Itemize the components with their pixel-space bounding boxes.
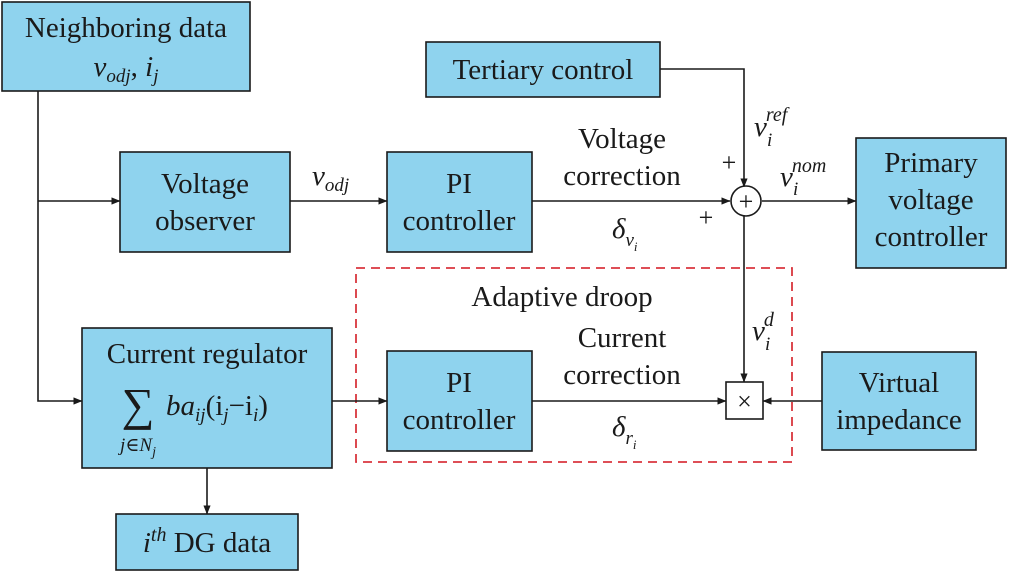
v-d-subscript: i (765, 334, 770, 355)
v-nom-subscript: i (793, 179, 798, 200)
delta-r-label: δri (612, 411, 637, 452)
summing-junction: + (730, 185, 762, 217)
pi-controller-voltage-line2: controller (403, 205, 516, 237)
multiplier-symbol: × (737, 387, 752, 416)
current-correction-line2: correction (563, 359, 681, 391)
tertiary-control-label: Tertiary control (453, 54, 634, 86)
neighboring-data-block: Neighboring data vodj, ij (1, 1, 251, 92)
neighboring-data-title: Neighboring data (25, 12, 227, 44)
current-correction-line1: Current (578, 322, 667, 354)
signal-wires (37, 68, 857, 515)
virtual-impedance-line2: impedance (836, 404, 962, 436)
adaptive-droop-region (355, 267, 793, 463)
voltage-observer-line1: Voltage (161, 168, 249, 200)
pi-controller-current-block: PI controller (386, 350, 533, 452)
delta-v-label: δvi (612, 213, 638, 254)
v-nom-label: vnom (780, 155, 826, 193)
neighboring-data-signals: vodj, ij (94, 51, 159, 87)
voltage-correction-line2: correction (563, 160, 681, 192)
plus-sign-top: + (722, 148, 737, 177)
pi-controller-current-line1: PI (446, 367, 472, 399)
multiplier-block: × (725, 381, 764, 420)
pi-controller-voltage-line1: PI (446, 168, 472, 200)
v-d-label: vd (752, 309, 775, 347)
virtual-impedance-block: Virtual impedance (821, 351, 977, 451)
regulator-expression: baij(ij−ii) (166, 390, 268, 426)
primary-voltage-controller-block: Primary voltage controller (855, 137, 1007, 269)
tertiary-control-block: Tertiary control (425, 41, 661, 98)
vodj-label: vodj (312, 160, 349, 196)
pi-controller-voltage-block: PI controller (386, 151, 533, 253)
voltage-correction-line1: Voltage (578, 123, 666, 155)
pi-controller-current-line2: controller (403, 404, 516, 436)
primary-line2: voltage (888, 184, 973, 216)
summation-index: j∈Nj (117, 435, 156, 460)
voltage-observer-line2: observer (155, 205, 255, 237)
current-regulator-block: Current regulator ∑ baij(ij−ii) j∈Nj (81, 327, 333, 469)
summing-junction-symbol: + (739, 187, 754, 216)
voltage-observer-block: Voltage observer (119, 151, 291, 253)
plus-sign-left: + (699, 203, 714, 232)
dg-data-label: ith DG data (143, 524, 271, 559)
summation-symbol: ∑ (122, 379, 155, 430)
primary-line3: controller (875, 221, 988, 253)
current-regulator-title: Current regulator (107, 338, 308, 370)
virtual-impedance-line1: Virtual (859, 367, 939, 399)
primary-line1: Primary (884, 147, 978, 179)
dg-data-block: ith DG data (115, 513, 299, 571)
v-ref-label: vref (754, 104, 790, 143)
v-ref-subscript: i (767, 130, 772, 151)
adaptive-droop-label: Adaptive droop (471, 281, 652, 313)
